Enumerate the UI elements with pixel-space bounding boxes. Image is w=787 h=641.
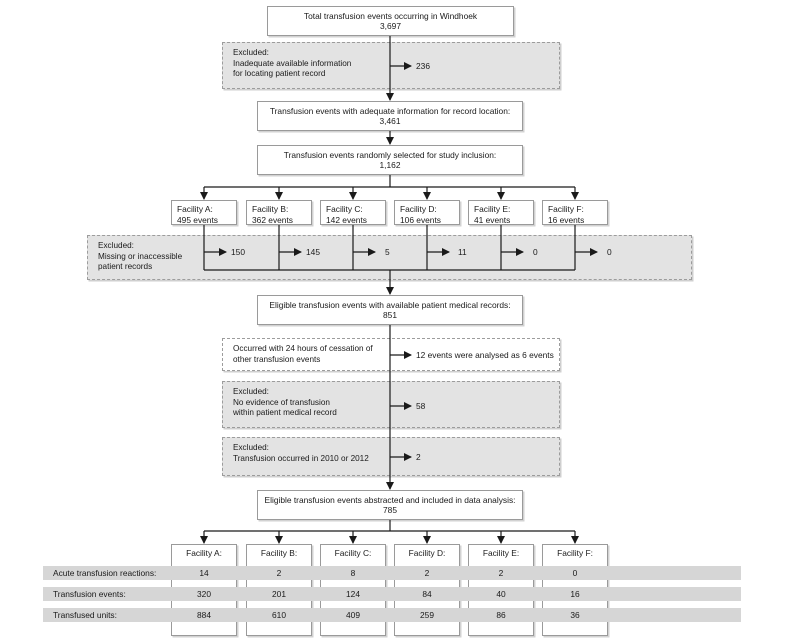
randomly-selected-count: 1,162	[379, 160, 401, 170]
table-cell: 16	[570, 589, 580, 599]
note-24-hours-count: 12 events were analysed as 6 events	[416, 350, 554, 360]
abstracted-box: Eligible transfusion events abstracted a…	[257, 490, 523, 520]
facility-b-box: Facility B: 362 events	[246, 200, 312, 225]
exclusion-heading: Excluded:	[233, 443, 269, 452]
facility-f-box: Facility F: 16 events	[542, 200, 608, 225]
note-line: other transfusion events	[233, 354, 321, 364]
facility-e-box: Facility E: 41 events	[468, 200, 534, 225]
exclusion-line: patient records	[98, 262, 153, 271]
table-cell: 2	[498, 568, 504, 578]
missing-count-facility-c: 5	[385, 247, 390, 257]
facility-name: Facility E:	[474, 204, 511, 214]
eligible-records-count: 851	[383, 310, 397, 320]
row-label-transfused-units: Transfused units:	[53, 610, 117, 620]
exclusion-line: No evidence of transfusion	[233, 397, 330, 407]
row-band	[43, 566, 741, 580]
exclusion-line: within patient medical record	[233, 408, 337, 417]
abstracted-count: 785	[383, 505, 397, 515]
table-cell: 2	[276, 568, 282, 578]
column-header: Facility C:	[334, 548, 372, 558]
table-cell: 124	[346, 589, 360, 599]
facility-c-box: Facility C: 142 events	[320, 200, 386, 225]
table-cell: 610	[272, 610, 286, 620]
exclusion-no-evidence: Excluded: No evidence of transfusion wit…	[222, 381, 560, 428]
facility-events: 41 events	[474, 214, 511, 225]
adequate-info-count: 3,461	[379, 116, 401, 126]
randomly-selected-title: Transfusion events randomly selected for…	[283, 149, 497, 160]
table-cell: 84	[422, 589, 432, 599]
missing-count-facility-b: 145	[306, 247, 320, 257]
facility-events: 106 events	[400, 214, 441, 225]
note-line: Occurred with 24 hours of cessation of	[233, 344, 373, 353]
table-cell: 14	[199, 568, 209, 578]
column-header: Facility F:	[557, 548, 593, 558]
missing-count-facility-d: 11	[458, 247, 467, 257]
facility-events: 16 events	[548, 214, 585, 225]
exclusion-year-count: 2	[416, 452, 421, 462]
table-cell: 201	[272, 589, 286, 599]
exclusion-no-evidence-count: 58	[416, 401, 426, 411]
table-cell: 884	[197, 610, 211, 620]
table-cell: 259	[420, 610, 434, 620]
missing-count-facility-f: 0	[607, 247, 612, 257]
missing-count-facility-a: 150	[231, 247, 245, 257]
row-band	[43, 587, 741, 601]
facility-d-box: Facility D: 106 events	[394, 200, 460, 225]
exclusion-line: Missing or inaccessible	[98, 251, 183, 261]
table-cell: 2	[424, 568, 430, 578]
facility-name: Facility D:	[400, 204, 437, 214]
facility-name: Facility B:	[252, 204, 289, 214]
row-label-acute-reactions: Acute transfusion reactions:	[53, 568, 157, 578]
exclusion-line: for locating patient record	[233, 69, 326, 78]
exclusion-line: Inadequate available information	[233, 58, 352, 68]
eligible-records-box: Eligible transfusion events with availab…	[257, 295, 523, 325]
column-header: Facility E:	[482, 548, 520, 558]
table-cell: 409	[346, 610, 360, 620]
facility-events: 495 events	[177, 214, 218, 225]
column-header: Facility B:	[260, 548, 298, 558]
total-events-box: Total transfusion events occurring in Wi…	[267, 6, 514, 36]
row-band	[43, 608, 741, 622]
total-events-title: Total transfusion events occurring in Wi…	[303, 10, 478, 21]
column-header: Facility A:	[186, 548, 222, 558]
total-events-count: 3,697	[380, 21, 401, 31]
exclusion-heading: Excluded:	[233, 387, 269, 396]
table-cell: 8	[350, 568, 356, 578]
randomly-selected-box: Transfusion events randomly selected for…	[257, 145, 523, 175]
exclusion-heading: Excluded:	[233, 48, 269, 57]
facility-a-box: Facility A: 495 events	[171, 200, 237, 225]
exclusion-line: Transfusion occurred in 2010 or 2012	[233, 453, 369, 463]
facility-name: Facility F:	[548, 204, 584, 214]
adequate-info-box: Transfusion events with adequate informa…	[257, 101, 523, 131]
facility-name: Facility A:	[177, 204, 213, 214]
column-header: Facility D:	[408, 548, 446, 558]
exclusion-inadequate-count: 236	[416, 61, 430, 71]
table-cell: 86	[496, 610, 506, 620]
exclusion-heading: Excluded:	[98, 241, 134, 250]
facility-events: 142 events	[326, 214, 367, 225]
table-cell: 40	[496, 589, 506, 599]
facility-name: Facility C:	[326, 204, 363, 214]
adequate-info-title: Transfusion events with adequate informa…	[269, 105, 511, 116]
table-cell: 0	[572, 568, 578, 578]
table-cell: 320	[197, 589, 211, 599]
eligible-records-title: Eligible transfusion events with availab…	[269, 299, 511, 310]
missing-count-facility-e: 0	[533, 247, 538, 257]
facility-events: 362 events	[252, 214, 293, 225]
abstracted-title: Eligible transfusion events abstracted a…	[264, 494, 516, 505]
table-cell: 36	[570, 610, 580, 620]
row-label-transfusion-events: Transfusion events:	[53, 589, 126, 599]
